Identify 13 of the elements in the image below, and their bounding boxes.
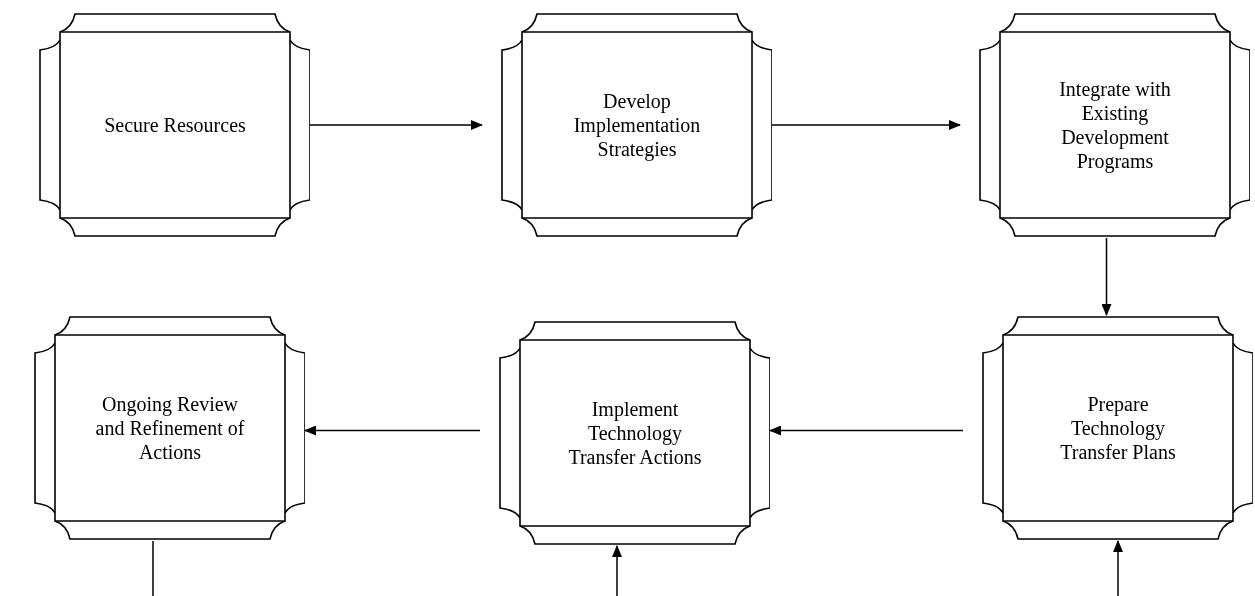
arrow [771,120,961,130]
arrow [1101,237,1112,316]
box-label: Implement Technology Transfer Actions [567,397,703,469]
box-label: Secure Resources [104,113,246,137]
box-label: Ongoing Review and Refinement of Actions [95,392,245,464]
box-label: Integrate with Existing Development Programs [1058,77,1172,173]
arrow [309,120,483,130]
arrow [1113,540,1123,596]
arrow [304,425,481,436]
box-label: Prepare Technology Transfer Plans [1059,392,1177,464]
box-label: Develop Implementation Strategies [572,89,702,161]
arrow [612,545,622,596]
arrow [769,425,964,436]
